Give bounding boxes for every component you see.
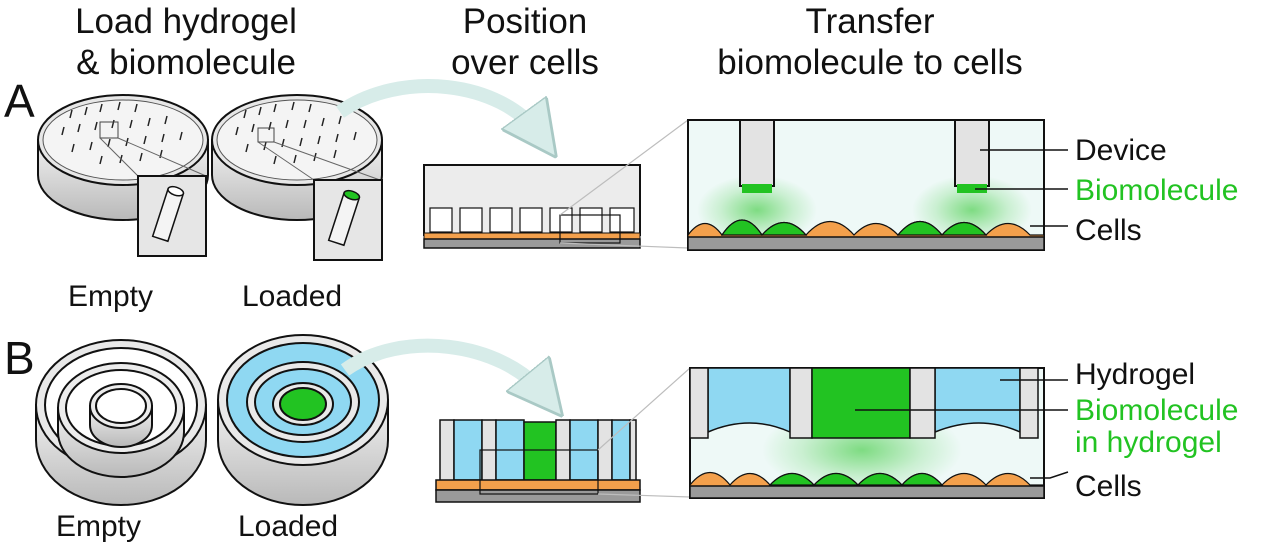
header-col3-line1: Transfer [805,2,934,41]
panel-a-device-over-cells [423,164,641,249]
panel-b-letter: B [4,332,35,384]
panel-b-loaded-label: Loaded [238,510,338,543]
panel-a-arrow [335,79,540,135]
device-callout: Device [1075,134,1167,167]
panel-a-letter: A [4,75,35,127]
panel-b-transfer-zoom [689,367,1045,499]
biomolecule-callout: Biomolecule [1075,174,1238,207]
cells-callout-b: Cells [1075,470,1142,503]
panel-a-loaded-label: Loaded [242,280,342,313]
cells-leader-b [1030,471,1069,479]
biomolecule-in-hydrogel-callout-line2: in hydrogel [1075,426,1222,459]
empty-micropillar-dish [37,94,209,257]
panel-b-arrow [340,338,545,395]
empty-concentric-device [35,339,207,506]
loaded-micropillar-dish [211,94,383,261]
hydrogel-callout: Hydrogel [1075,358,1195,391]
header-col1-line1: Load hydrogel [75,2,297,41]
biomolecule-in-hydrogel-callout-line1: Biomolecule [1075,394,1238,427]
panel-b-empty-label: Empty [56,510,141,543]
header-col2-line1: Position [463,2,588,41]
cells-callout-a: Cells [1075,214,1142,247]
header-col2-line2: over cells [451,43,599,82]
panel-a-empty-label: Empty [68,280,153,313]
header-col1-line2: & biomolecule [76,43,296,82]
panel-a-transfer-zoom [687,119,1045,251]
panel-b-device-over-cells [435,419,641,503]
header-col3-line2: biomolecule to cells [717,43,1022,82]
